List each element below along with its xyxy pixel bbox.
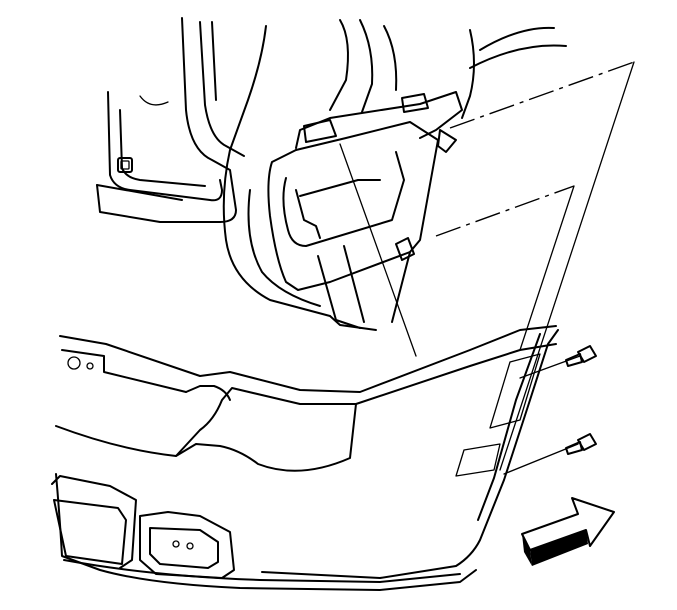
- removal-direction-arrow-icon: [521, 497, 615, 566]
- fascia-corner-plate: [455, 353, 541, 477]
- alignment-lines: [435, 61, 635, 237]
- bracket-leader-line: [339, 143, 417, 357]
- bumper-fascia-guide-bracket: [267, 91, 463, 329]
- fascia-bolt-lower: [503, 433, 597, 475]
- fascia-bolt-upper: [519, 345, 597, 379]
- construction-plane-edge: [499, 61, 635, 471]
- construction-plane-inner-edge: [519, 185, 575, 351]
- vehicle-body-quarter-panel: [96, 17, 567, 331]
- rear-bumper-fascia: [51, 325, 559, 591]
